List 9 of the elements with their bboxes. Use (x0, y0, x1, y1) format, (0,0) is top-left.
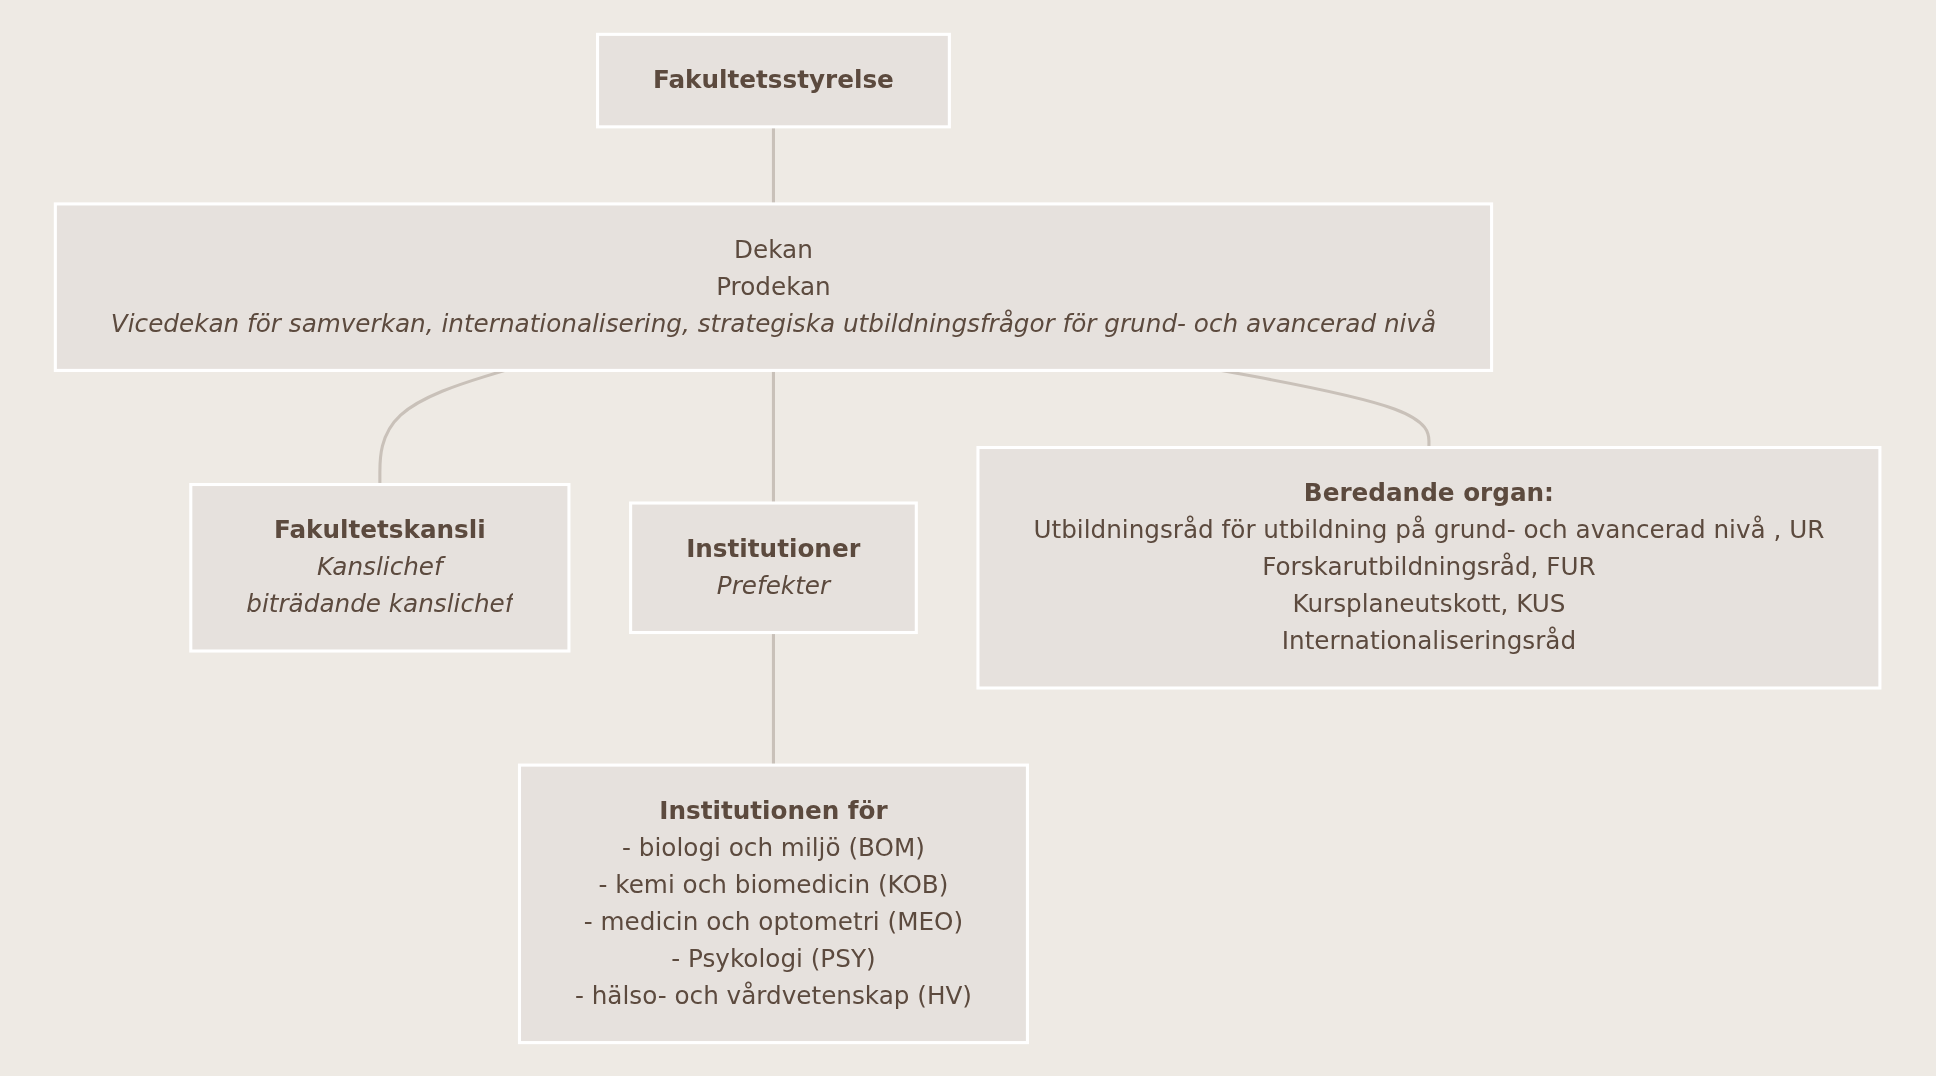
connector (772, 632, 776, 765)
node-box: Institutionen för - biologi och miljö (BOM) - kemi och biomedicin (KOB) - medicin och optometri (MEO) - Psykologi (PSY) - hälso- och vårdvetenskap (HV) (518, 763, 1030, 1044)
connector (772, 126, 776, 204)
node-box: Fakultetsstyrelse (596, 32, 952, 128)
node-box: Fakultetskansli Kanslichef biträdande kanslichef (189, 482, 571, 653)
node-box: Institutioner Prefekter (629, 501, 919, 634)
node-box: Dekan Prodekan Vicedekan för samverkan, internationalisering, strategiska utbildningsfrågor för grund- och avancerad nivå (54, 201, 1494, 372)
node-box: Beredande organ: Utbildningsråd för utbildning på grund- och avancerad nivå , UR Forskarutbildningsråd, FUR Kursplaneutskott, KUS Internationaliseringsråd (976, 445, 1882, 690)
connector (772, 369, 776, 503)
